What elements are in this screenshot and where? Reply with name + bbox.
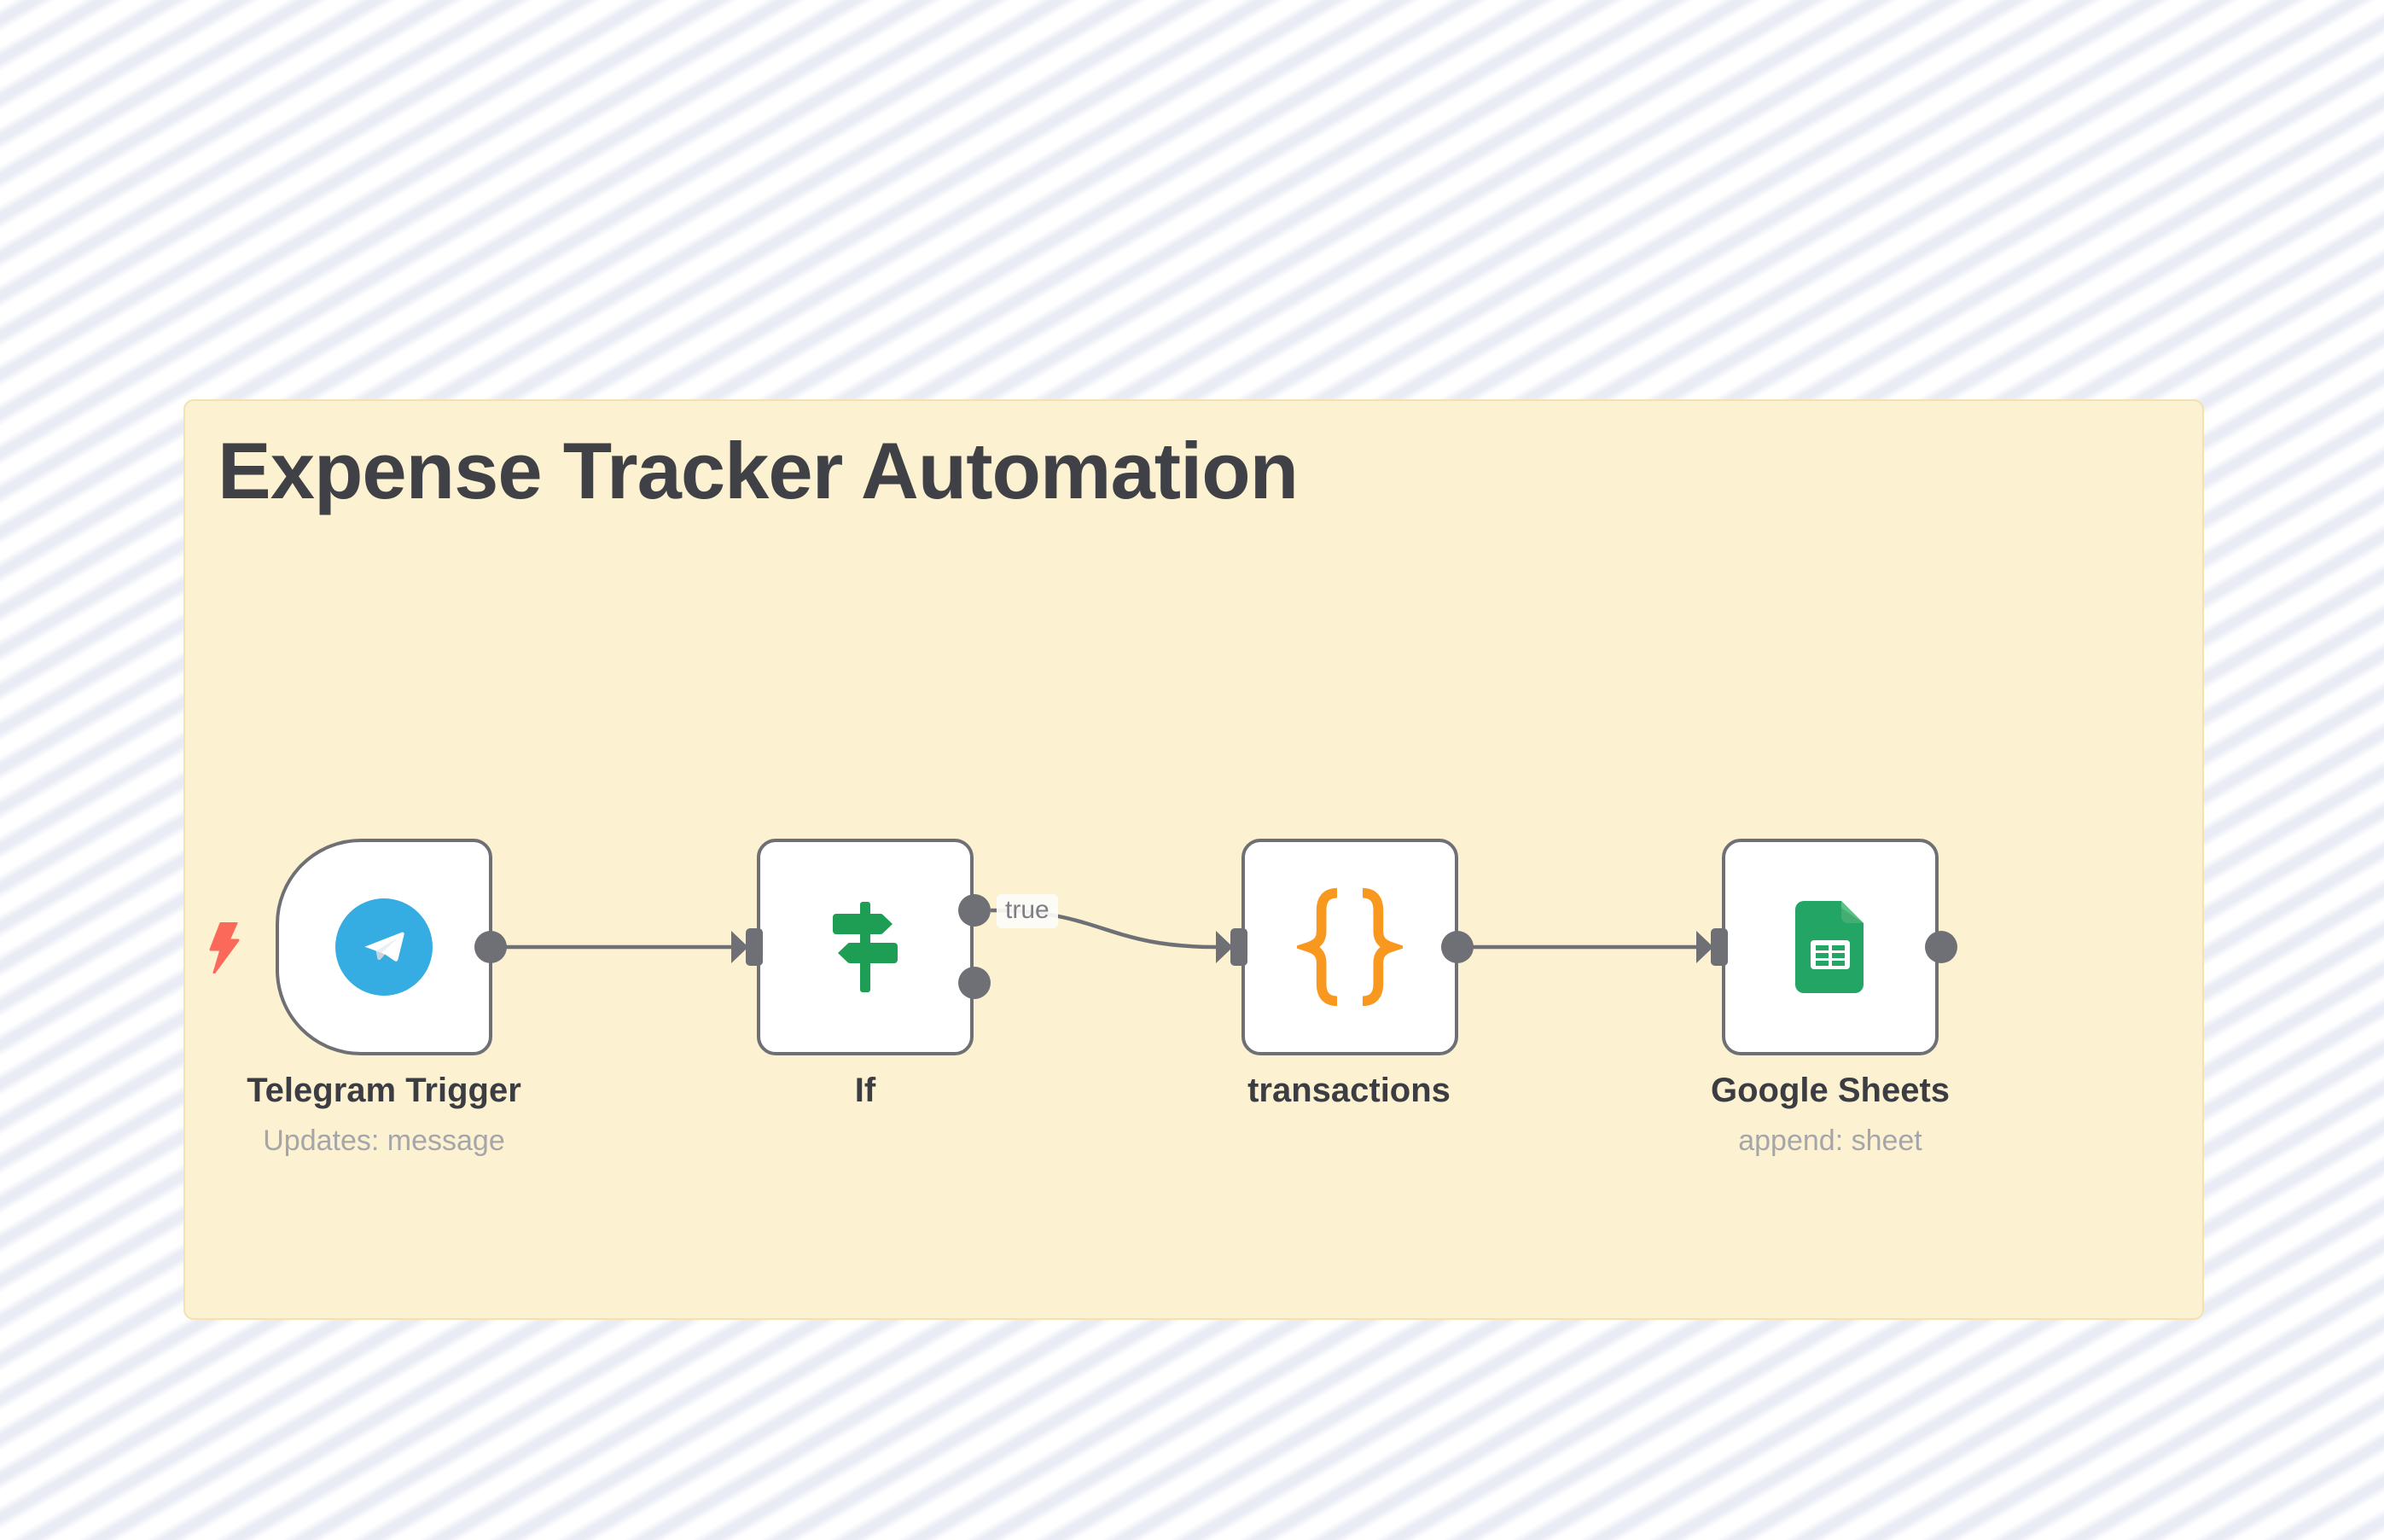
- curly-braces-icon: [1297, 887, 1403, 1007]
- input-arrow-sheets: [1696, 931, 1713, 963]
- input-arrow-transactions: [1216, 931, 1233, 963]
- input-port-sheets[interactable]: [1711, 928, 1728, 966]
- output-port-telegram[interactable]: [474, 931, 507, 963]
- node-label-telegram-trigger: Telegram Trigger: [247, 1072, 521, 1109]
- output-port-if-true[interactable]: [958, 894, 991, 927]
- node-sublabel-telegram-trigger: Updates: message: [263, 1124, 505, 1157]
- node-label-transactions: transactions: [1247, 1072, 1451, 1109]
- google-sheets-icon: [1795, 901, 1864, 993]
- telegram-icon: [335, 898, 433, 996]
- input-port-transactions[interactable]: [1230, 928, 1247, 966]
- signpost-icon: [833, 902, 898, 992]
- node-label-if: If: [854, 1072, 876, 1109]
- node-transactions[interactable]: [1241, 839, 1458, 1055]
- output-port-if-false[interactable]: [958, 967, 991, 999]
- trigger-lightning-icon: [209, 922, 240, 973]
- node-if[interactable]: [757, 839, 974, 1055]
- output-port-sheets[interactable]: [1925, 931, 1957, 963]
- sticky-note-title: Expense Tracker Automation: [218, 426, 1299, 515]
- output-port-transactions[interactable]: [1441, 931, 1474, 963]
- node-label-google-sheets: Google Sheets: [1710, 1072, 1951, 1109]
- input-arrow-if: [731, 931, 748, 963]
- input-port-if[interactable]: [746, 928, 763, 966]
- node-sublabel-google-sheets: append: sheet: [1738, 1124, 1922, 1157]
- connection-label-true: true: [997, 894, 1058, 928]
